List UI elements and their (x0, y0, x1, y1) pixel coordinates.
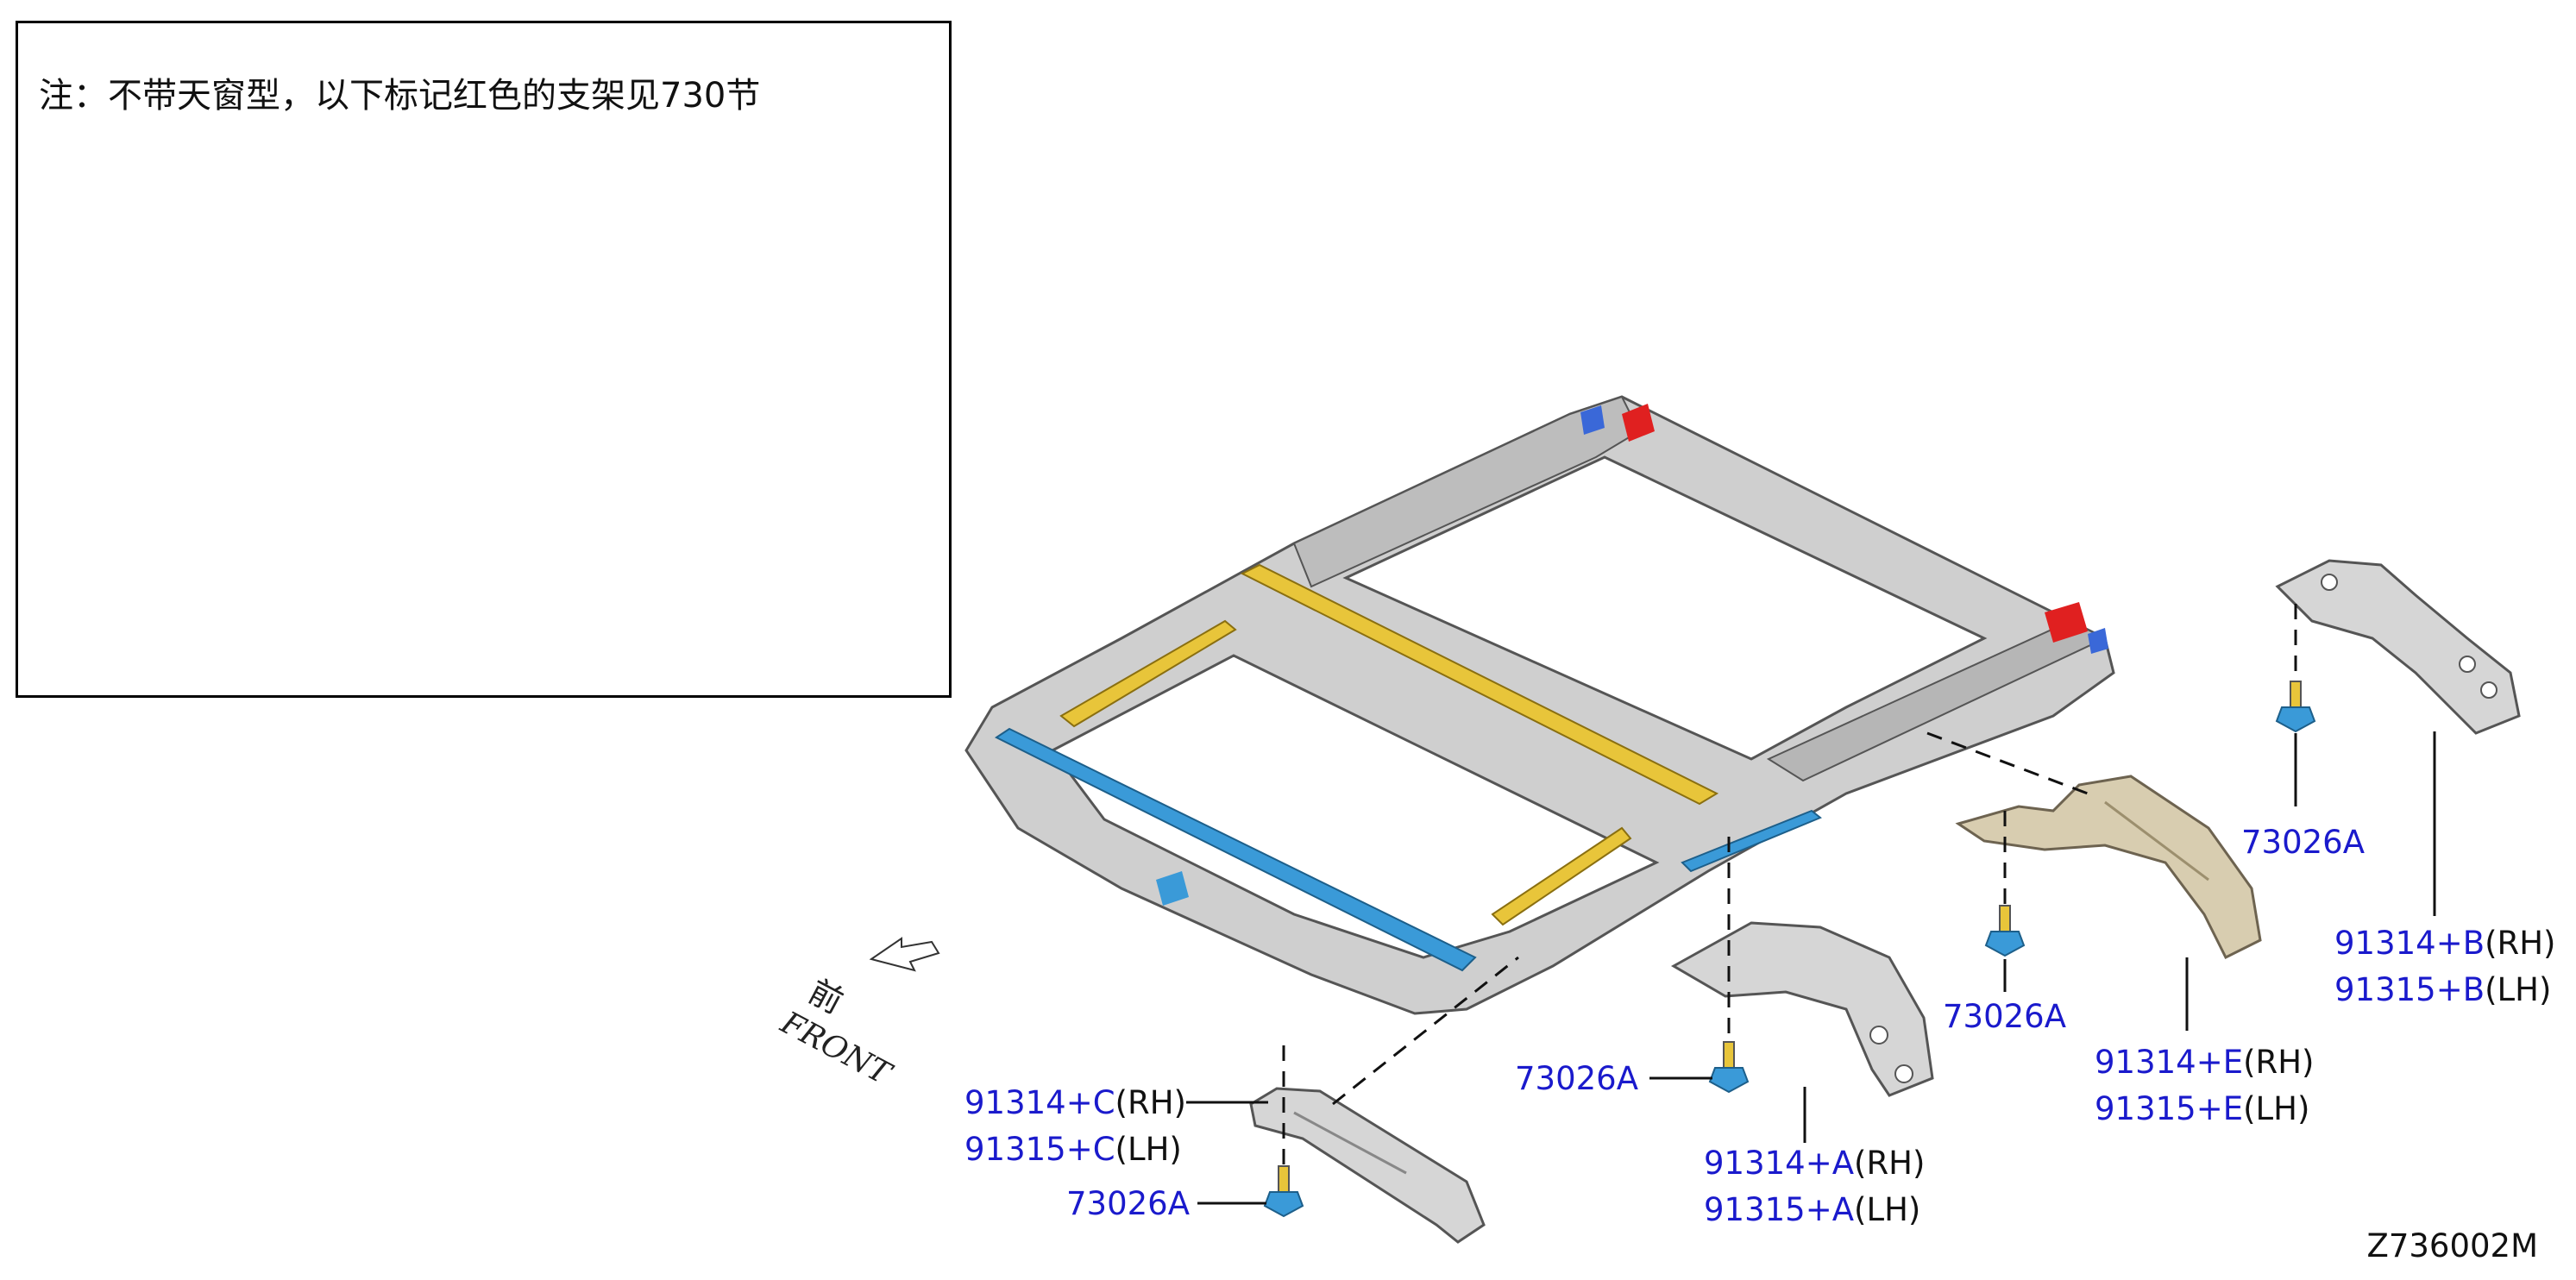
side-e-rh: (RH) (2243, 1044, 2315, 1081)
side-b-lh: (LH) (2485, 971, 2552, 1008)
bolt-label-e: 73026A (1943, 998, 2067, 1035)
bolt-b (2275, 681, 2316, 733)
assembly-guide-lines (1282, 604, 2297, 1164)
part-number-e-lh: 91315+E (2095, 1090, 2244, 1127)
part-number-c-rh: 91314+C (964, 1084, 1115, 1121)
bolt-label-b: 73026A (2241, 824, 2366, 861)
part-number-a-rh: 91314+A (1704, 1145, 1855, 1182)
side-a-lh: (LH) (1854, 1191, 1921, 1228)
bolt-a (1708, 1041, 1750, 1094)
part-label-b-lh: 91315+B(LH) (2334, 974, 2551, 1006)
part-label-a-rh: 91314+A(RH) (1704, 1147, 1925, 1179)
part-label-b-rh: 91314+B(RH) (2334, 927, 2556, 959)
side-e-lh: (LH) (2243, 1090, 2310, 1127)
part-label-c-rh: 91314+C(RH) (964, 1087, 1186, 1119)
inset-panel (16, 21, 952, 698)
part-label-e-lh: 91315+E(LH) (2095, 1093, 2309, 1125)
bolt-c (1263, 1165, 1304, 1218)
drawing-code: Z736002M (2366, 1227, 2538, 1264)
side-b-rh: (RH) (2485, 925, 2556, 962)
bracket-a (1670, 921, 1934, 1097)
part-number-b-rh: 91314+B (2334, 925, 2485, 962)
leader-lines (1186, 731, 2436, 1205)
part-number-b-lh: 91315+B (2334, 971, 2485, 1008)
side-c-lh: (LH) (1115, 1131, 1182, 1168)
side-c-rh: (RH) (1115, 1084, 1186, 1121)
front-arrow-icon (869, 937, 940, 972)
side-a-rh: (RH) (1854, 1145, 1926, 1182)
part-number-a-lh: 91315+A (1704, 1191, 1855, 1228)
part-label-c-lh: 91315+C(LH) (964, 1133, 1182, 1165)
part-number-c-lh: 91315+C (964, 1131, 1115, 1168)
bracket-c (1249, 1087, 1486, 1244)
part-number-e-rh: 91314+E (2095, 1044, 2244, 1081)
bolt-label-c: 73026A (1066, 1185, 1191, 1222)
part-label-a-lh: 91315+A(LH) (1704, 1194, 1920, 1226)
bracket-b (2275, 559, 2521, 735)
bracket-e (1955, 775, 2262, 960)
bolt-e (1984, 905, 2026, 957)
part-label-e-rh: 91314+E(RH) (2095, 1046, 2315, 1078)
bolt-label-a: 73026A (1515, 1060, 1639, 1097)
inset-note: 注：不带天窗型，以下标记红色的支架见730节 (39, 76, 761, 116)
sunroof-frame (964, 395, 2115, 1015)
